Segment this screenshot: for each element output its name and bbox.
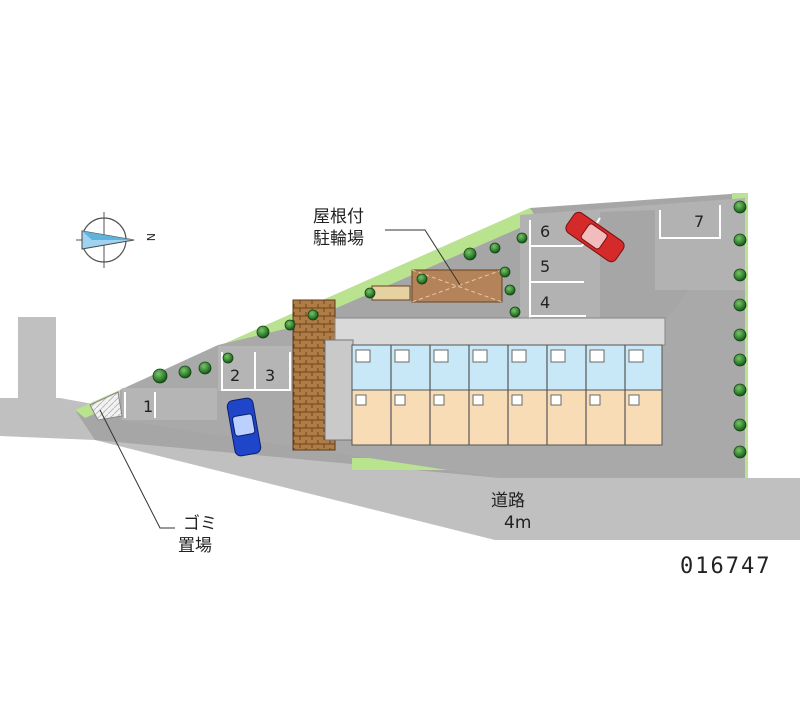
apartment-units — [351, 344, 663, 446]
roofed-bicycle-parking-label: 屋根付 駐輪場 — [313, 207, 364, 249]
garbage-area-line1: ゴミ — [183, 513, 217, 534]
roofed-bicycle-parking-line2: 駐輪場 — [313, 229, 364, 249]
parking-space-4: 4 — [540, 293, 550, 312]
parking-slots-left — [122, 346, 293, 420]
property-id: 016747 — [680, 554, 771, 579]
trees-right — [733, 200, 747, 459]
roofed-bicycle-parking-structure — [371, 269, 503, 303]
parking-space-7: 7 — [694, 212, 704, 231]
parking-space-1: 1 — [143, 397, 153, 416]
parking-slot-7-lines — [659, 205, 721, 239]
road-name: 道路 — [491, 491, 525, 511]
parking-space-3: 3 — [265, 366, 275, 385]
road-vertical-left — [18, 317, 56, 398]
garbage-area-marker — [89, 391, 123, 421]
road-label: 道路 4m — [491, 491, 531, 533]
parking-space-2: 2 — [230, 366, 240, 385]
callout-lines — [99, 229, 461, 529]
compass-icon — [76, 212, 135, 268]
parking-space-6: 6 — [540, 222, 550, 241]
north-label: N — [144, 233, 157, 241]
trees-diagonal — [152, 232, 528, 384]
stair-entrance — [324, 339, 354, 441]
road-width: 4m — [504, 513, 531, 533]
blue-car — [226, 397, 262, 457]
garbage-area-label: ゴミ 置場 — [178, 513, 217, 556]
building-corridor — [334, 317, 666, 346]
parking-numbers: 1 2 3 4 5 6 7 — [143, 212, 704, 416]
parking-space-5: 5 — [540, 257, 550, 276]
red-car — [565, 211, 625, 263]
roofed-bicycle-parking-line1: 屋根付 — [313, 207, 364, 227]
garbage-area-line2: 置場 — [178, 536, 212, 556]
